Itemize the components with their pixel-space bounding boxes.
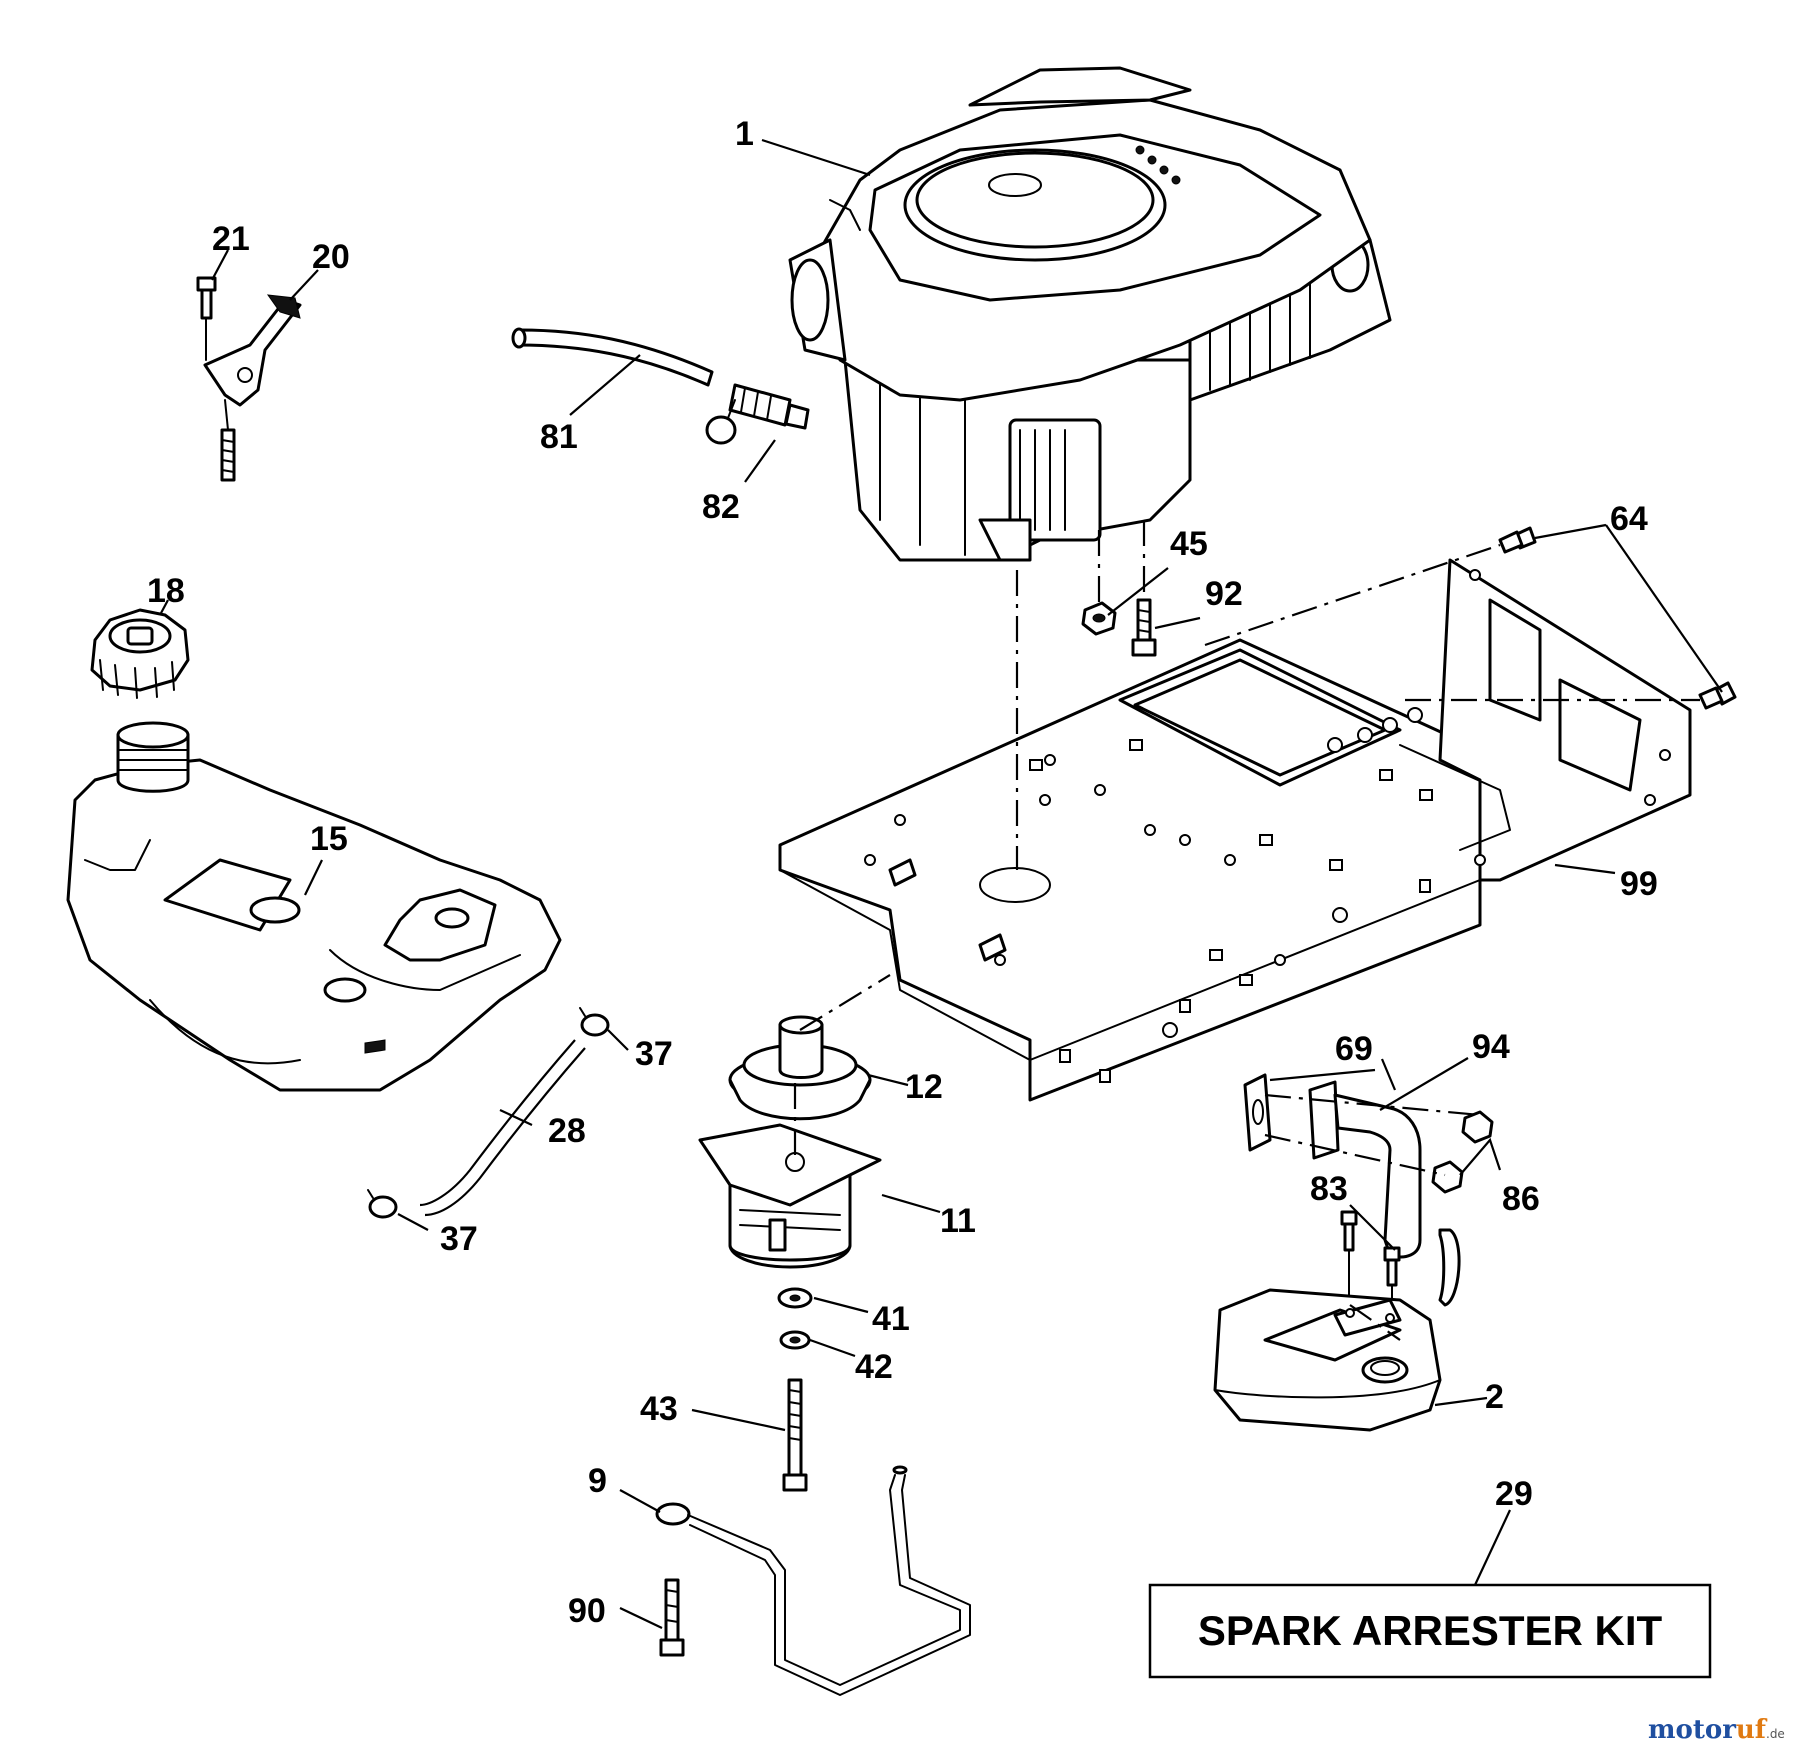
callout-69: 69: [1335, 1030, 1373, 1068]
washer-41-illustration: [777, 1287, 813, 1309]
fuel-tank-15-illustration: [66, 721, 562, 1092]
callout-42: 42: [855, 1348, 893, 1386]
callout-41: 41: [872, 1300, 910, 1338]
pipe-94-illustration: [1308, 1080, 1461, 1307]
nut-86-upper-illustration: [1461, 1110, 1494, 1144]
washer-42-illustration: [779, 1330, 811, 1350]
rod-9-illustration: [655, 1465, 971, 1696]
callout-43: 43: [640, 1390, 678, 1428]
spark-arrester-kit-label: SPARK ARRESTER KIT: [1198, 1607, 1663, 1654]
callout-2: 2: [1485, 1378, 1504, 1416]
fuel-hose-81-illustration: [511, 327, 714, 387]
screw-21-illustration: [196, 276, 217, 361]
fuel-line-28-illustration: [419, 1039, 586, 1217]
bolt-92-illustration: [1131, 598, 1157, 657]
clutch-11-illustration: [698, 1123, 882, 1269]
callout-92: 92: [1205, 575, 1243, 613]
clamp-37-upper-illustration: [579, 1007, 610, 1037]
callout-81: 81: [540, 418, 578, 456]
nut-45-illustration: [1081, 601, 1117, 636]
callout-29: 29: [1495, 1475, 1533, 1513]
leader-lines: [159, 138, 1723, 1629]
callout-12: 12: [905, 1068, 943, 1106]
callout-1: 1: [735, 115, 754, 153]
callout-21: 21: [212, 220, 250, 258]
callout-99: 99: [1620, 865, 1658, 903]
callout-37-upper: 37: [635, 1035, 673, 1073]
watermark-brand-a: motor: [1648, 1715, 1736, 1745]
callout-82: 82: [702, 488, 740, 526]
screw-64-top-illustration: [1498, 526, 1537, 554]
callout-28: 28: [548, 1112, 586, 1150]
callout-64: 64: [1610, 500, 1648, 538]
fuel-cap-18-illustration: [90, 608, 190, 699]
nut-86-lower-illustration: [1431, 1160, 1464, 1194]
spark-arrester-kit-box: SPARK ARRESTER KIT: [1148, 1583, 1712, 1679]
fuel-filter-82-illustration: [705, 383, 810, 445]
screw-83-left-illustration: [1340, 1210, 1358, 1301]
callout-83: 83: [1310, 1170, 1348, 1208]
callout-37-lower: 37: [440, 1220, 478, 1258]
callout-15: 15: [310, 820, 348, 858]
callout-11: 11: [940, 1202, 976, 1240]
callout-94: 94: [1472, 1028, 1510, 1066]
callout-18: 18: [147, 572, 185, 610]
callout-20: 20: [312, 238, 350, 276]
screw-83-right-illustration: [1383, 1246, 1401, 1326]
callout-86: 86: [1502, 1180, 1540, 1218]
watermark-brand-b: uf: [1736, 1715, 1768, 1745]
clamp-37-lower-illustration: [367, 1189, 398, 1219]
bolt-90-illustration: [659, 1578, 685, 1657]
bolt-43-illustration: [782, 1378, 808, 1492]
frame-plate-illustration: [778, 638, 1482, 1102]
watermark-tld: .de: [1766, 1727, 1785, 1741]
pulley-12-illustration: [728, 1015, 872, 1121]
gasket-69-illustration: [1243, 1073, 1272, 1152]
callout-90: 90: [568, 1592, 606, 1630]
alignment-lines: [793, 520, 1700, 1341]
bracket-20-illustration: [203, 294, 302, 482]
muffler-2-illustration: [1213, 1288, 1442, 1432]
svg-text:motoruf.de: motoruf.de: [1648, 1715, 1785, 1745]
callout-9: 9: [588, 1462, 607, 1500]
shield-99-illustration: [1399, 558, 1692, 882]
callout-45: 45: [1170, 525, 1208, 563]
callouts: 1 21 20 81 82 45 92 64 18 15 99 37 12 69…: [147, 115, 1658, 1630]
engine-illustration: [788, 66, 1392, 562]
watermark: motoruf.de: [1648, 1715, 1785, 1745]
